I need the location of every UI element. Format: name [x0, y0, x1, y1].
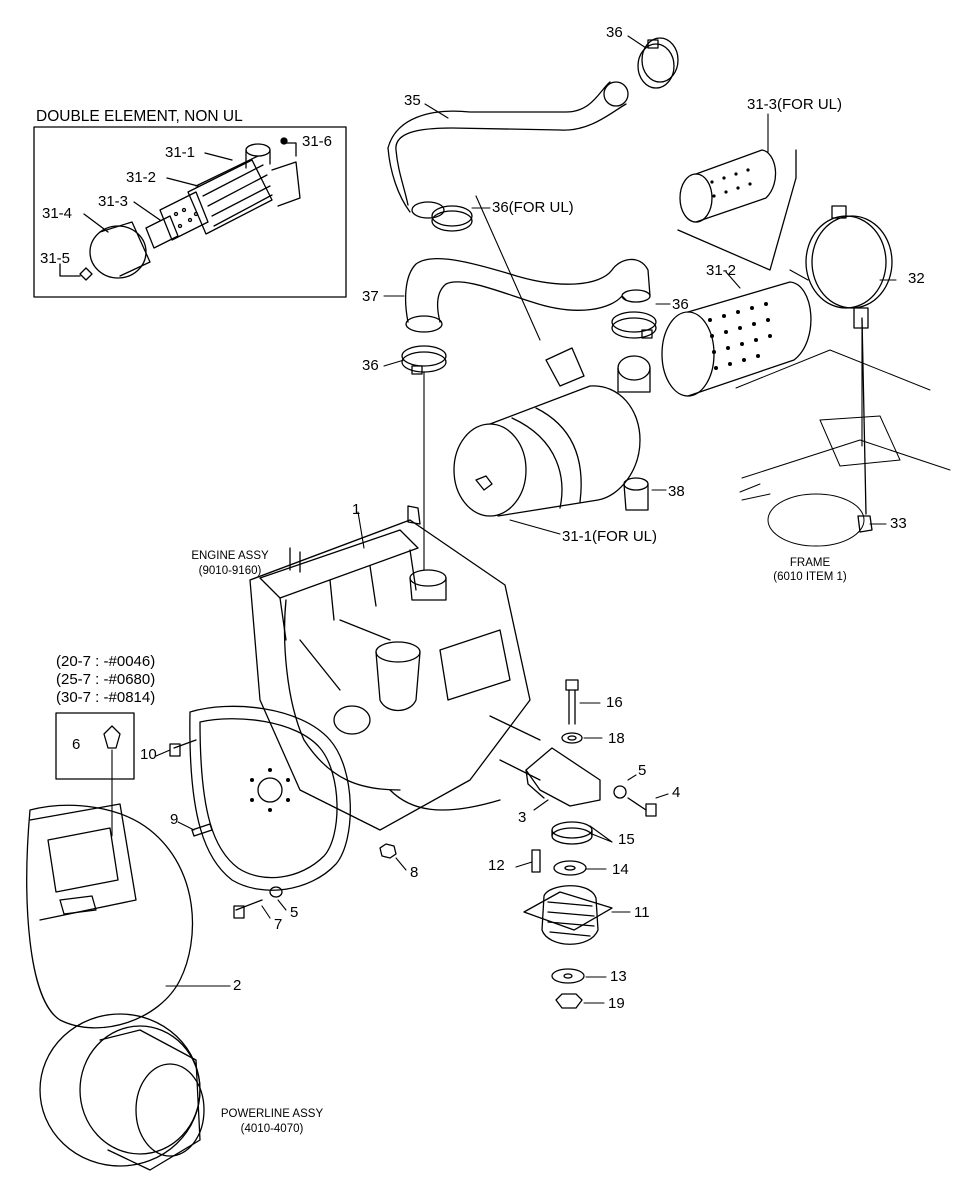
callout-37: 37 [362, 288, 379, 305]
air-cleaner-31-1-drawing [453, 347, 651, 517]
callout-15: 15 [618, 831, 635, 848]
callout-11: 11 [634, 904, 650, 921]
caption-engine-assy: ENGINE ASSY [191, 550, 269, 562]
callout-16: 16 [606, 694, 623, 711]
clamp-36-right-drawing [611, 311, 657, 339]
callout-2: 2 [233, 977, 242, 994]
powerline-drawing [26, 803, 205, 1171]
inset-label-31-5: 31-5 [40, 250, 71, 267]
callout-31-1-ul: 31-1(FOR UL) [562, 528, 658, 545]
inset-air-cleaner-drawing [59, 137, 301, 281]
element-31-3-ul-drawing [677, 149, 797, 271]
inset-label-31-4: 31-4 [42, 205, 73, 222]
callout-4: 4 [672, 784, 681, 801]
serial-note-line1: (20-7 : -#0046) [56, 653, 156, 670]
callout-31-2: 31-2 [706, 262, 737, 279]
callout-36-right: 36 [672, 296, 689, 313]
element-31-2-drawing [661, 281, 812, 397]
hose-35-drawing [387, 81, 629, 219]
inset-label-31-6: 31-6 [302, 133, 333, 150]
callout-5-bracket: 5 [638, 762, 647, 779]
caption-frame-ref: (6010 ITEM 1) [773, 571, 847, 583]
callout-12: 12 [488, 857, 505, 874]
inset-label-31-3: 31-3 [98, 193, 129, 210]
callout-36-top: 36 [606, 24, 623, 41]
bellhousing-drawing [189, 705, 351, 891]
callout-32: 32 [908, 270, 925, 287]
valve-38-drawing [623, 477, 649, 511]
callout-14: 14 [612, 861, 629, 878]
clamp-36-ul-drawing [431, 205, 473, 232]
callout-5-bellhousing: 5 [290, 904, 299, 921]
callout-9: 9 [170, 811, 179, 828]
serial-note-box [55, 712, 135, 780]
callout-31-3-ul: 31-3(FOR UL) [747, 96, 843, 113]
callout-33: 33 [890, 515, 907, 532]
callout-19: 19 [608, 995, 625, 1012]
callout-35: 35 [404, 92, 421, 109]
callout-36-left: 36 [362, 357, 379, 374]
callout-10: 10 [140, 746, 157, 763]
callout-38: 38 [668, 483, 685, 500]
inset-label-31-2: 31-2 [126, 169, 157, 186]
frame-drawing [735, 349, 951, 547]
caption-engine-ref: (9010-9160) [198, 565, 262, 577]
callout-7: 7 [274, 916, 283, 933]
inset-box [33, 126, 347, 298]
inset-title: DOUBLE ELEMENT, NON UL [36, 108, 243, 125]
band-32-drawing [805, 205, 893, 329]
caption-frame: FRAME [789, 557, 831, 569]
callout-3: 3 [518, 809, 527, 826]
clamp-36-top-drawing [637, 37, 679, 89]
inset-label-31-1: 31-1 [165, 144, 196, 161]
bolt-33-drawing [857, 317, 873, 533]
hose-37-drawing [404, 258, 651, 333]
callout-8: 8 [410, 864, 419, 881]
serial-note-part: 6 [72, 736, 81, 753]
leader-lines [111, 35, 897, 1004]
callout-36-ul: 36(FOR UL) [492, 199, 574, 216]
serial-note-line3: (30-7 : -#0814) [56, 689, 156, 706]
serial-note-line2: (25-7 : -#0680) [56, 671, 156, 688]
caption-powerline-assy: POWERLINE ASSY [220, 1108, 324, 1120]
callout-13: 13 [610, 968, 627, 985]
engine-drawing [249, 505, 541, 831]
mounting-hardware-drawing [103, 679, 657, 1009]
callout-18: 18 [608, 730, 625, 747]
caption-powerline-ref: (4010-4070) [240, 1123, 304, 1135]
callout-1: 1 [352, 501, 361, 518]
clamp-36-left-drawing [401, 345, 447, 375]
